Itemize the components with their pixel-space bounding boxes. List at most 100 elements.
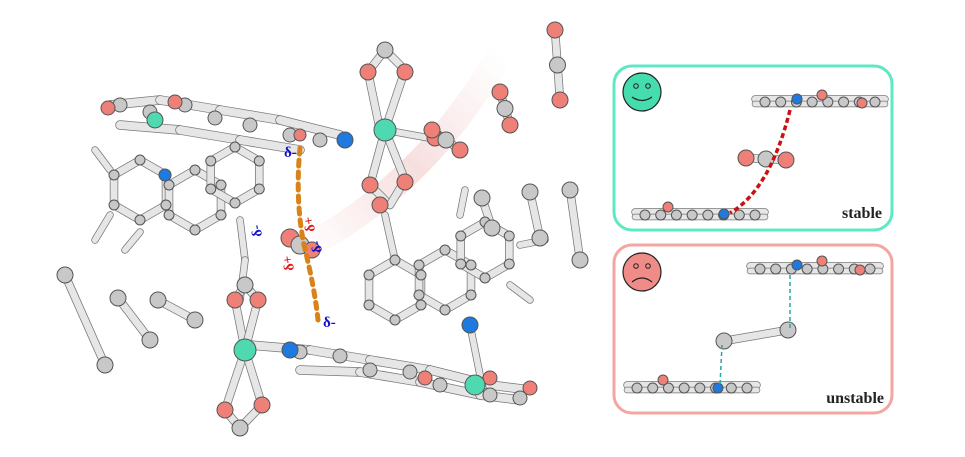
atom: [205, 155, 217, 167]
unstable-panel: [612, 243, 894, 415]
bond: [276, 116, 344, 139]
atom: [242, 117, 258, 133]
bond: [364, 68, 384, 134]
interaction-line: [295, 145, 321, 323]
bond: [61, 271, 109, 369]
atom: [415, 269, 427, 281]
atom: [205, 183, 217, 195]
atom: [733, 209, 745, 221]
atom: [371, 196, 389, 214]
atom: [233, 338, 257, 362]
atom: [678, 382, 690, 394]
bond: [216, 106, 284, 124]
atom: [737, 149, 755, 167]
atom: [146, 111, 164, 129]
bond: [507, 282, 533, 303]
atom: [657, 374, 669, 386]
atom: [229, 141, 241, 153]
atom: [109, 289, 127, 307]
atom: [281, 341, 299, 359]
happy-face-icon: [622, 72, 662, 112]
atom: [141, 331, 159, 349]
atom: [647, 382, 659, 394]
bond: [720, 326, 792, 345]
atom: [108, 169, 120, 181]
atom: [482, 370, 498, 386]
atom: [293, 128, 307, 142]
atom: [759, 96, 771, 108]
atom: [167, 94, 183, 110]
atom: [189, 224, 201, 236]
atom: [806, 96, 818, 108]
atom: [312, 132, 328, 148]
atom: [455, 258, 467, 270]
atom: [571, 251, 589, 269]
atom: [496, 100, 514, 117]
atom: [100, 100, 116, 116]
atom: [439, 244, 451, 256]
atom: [451, 141, 469, 159]
bond: [237, 217, 248, 263]
bond: [566, 186, 584, 264]
atom: [149, 291, 167, 309]
atom: [249, 291, 267, 309]
atom: [482, 387, 498, 403]
atom: [229, 197, 241, 209]
atom: [869, 96, 881, 108]
atom: [160, 199, 172, 211]
atom: [415, 299, 427, 311]
atom: [777, 151, 795, 169]
atom: [56, 266, 74, 284]
atom: [215, 209, 227, 221]
atom: [163, 209, 175, 221]
atom: [816, 89, 828, 101]
atom: [465, 259, 477, 271]
atom: [432, 377, 448, 393]
atom: [779, 321, 797, 339]
atom: [816, 255, 828, 267]
atom: [791, 259, 803, 271]
atom: [754, 263, 766, 275]
atom: [389, 254, 401, 266]
bond: [366, 356, 434, 374]
atom: [413, 259, 425, 271]
atom: [231, 419, 249, 437]
stable-label: stable: [842, 205, 882, 222]
atom: [332, 348, 348, 364]
atom: [503, 230, 515, 242]
atom: [822, 96, 834, 108]
atom: [864, 263, 876, 275]
atom: [521, 183, 539, 201]
hydrogen-bond-line: [729, 109, 792, 215]
atom: [361, 176, 379, 194]
atom: [702, 209, 714, 221]
atom: [741, 382, 753, 394]
atom: [376, 41, 394, 59]
bond: [122, 229, 143, 253]
atom: [363, 299, 375, 311]
bond: [176, 126, 244, 144]
atom: [236, 276, 254, 294]
atom: [631, 382, 643, 394]
atom: [551, 91, 569, 109]
atom: [464, 374, 486, 396]
atom: [163, 179, 175, 191]
atom: [396, 63, 414, 81]
atom: [546, 21, 564, 39]
atom: [413, 289, 425, 301]
atom: [437, 131, 455, 149]
bond: [116, 121, 184, 134]
bond: [236, 136, 304, 154]
atom: [158, 168, 172, 182]
atom: [801, 263, 813, 275]
atom: [134, 214, 146, 226]
atom: [655, 209, 667, 221]
atom: [483, 219, 501, 237]
atom: [423, 121, 441, 139]
atom: [402, 364, 418, 380]
sad-face-icon: [622, 252, 662, 292]
atom: [770, 263, 782, 275]
atom: [791, 93, 803, 105]
atom: [639, 209, 651, 221]
